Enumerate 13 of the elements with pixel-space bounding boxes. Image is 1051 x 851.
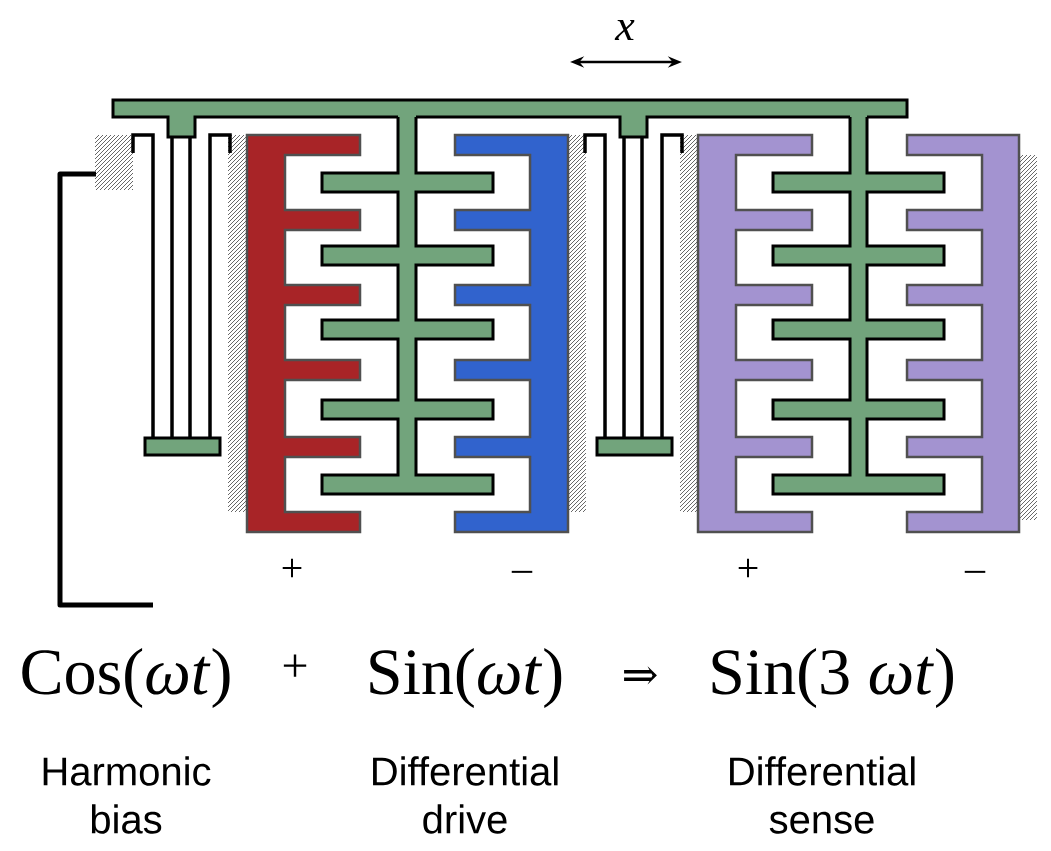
operator-sign: ⇒	[624, 666, 657, 685]
polarity-sign: +	[282, 558, 302, 578]
caption: Differential drive	[373, 756, 558, 834]
polarity-sign: +	[738, 558, 758, 578]
formula-text: Cos(ωt)	[22, 648, 230, 708]
polarity-sign: –	[511, 570, 533, 573]
operator-sign: +	[283, 654, 307, 677]
axis-label: x	[614, 19, 635, 41]
formula-text: Sin(ωt)	[370, 648, 562, 708]
caption: Differential sense	[730, 756, 915, 834]
polarity-sign: –	[964, 570, 986, 573]
caption: Harmonic bias	[43, 756, 211, 834]
formula-text: Sin(3 ωt)	[712, 648, 953, 708]
